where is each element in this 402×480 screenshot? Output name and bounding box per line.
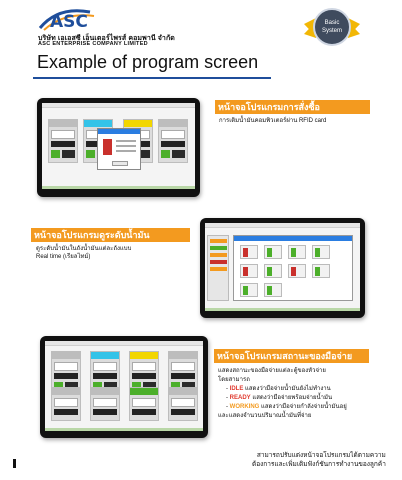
monitor-pump-status-screen [40,336,208,438]
state-ready-line: - READY แสดงว่ามือจ่ายพร้อมจ่ายน้ำมัน [226,395,333,401]
tank-cell [240,245,258,259]
state-text-idle: แสดงว่ามือจ่ายน้ำมันยังไม่ทำงาน [245,386,331,392]
monitor-tank-level-screen [200,218,365,318]
rfid-dialog [97,128,141,170]
status-line [205,308,360,311]
screenshot-ordering [42,103,195,189]
state-keyword-ready: READY [229,395,251,401]
footer-line: ต้องการและเพิ่มเติมฟังก์ชันการทำงานของลู… [252,461,386,468]
mini-window-titlebar [42,103,195,108]
description-line: ดูระดับน้ำมันในถังน้ำมันแต่ละถังแบบ [36,246,132,252]
pump-tile [48,119,78,163]
pump-tile [129,387,159,421]
company-name-thai: บริษัท เอเอสซี เอ็นเตอร์ไพรส์ คอมพานี จำ… [38,35,175,42]
pump-tile [51,387,81,421]
footer-note: สามารถปรับแต่งหน้าจอโปรแกรมได้ตามความ ต้… [252,451,386,469]
mini-window-titlebar [45,341,203,346]
badge-line1: Basic [324,20,340,26]
state-idle-line: - IDLE แสดงว่ามือจ่ายน้ำมันยังไม่ทำงาน [226,386,331,392]
section-header-tank-level: หน้าจอโปรแกรมดูระดับน้ำมัน [31,228,190,242]
tank-cell [240,283,258,297]
state-text-working: แสดงว่ามือจ่ายกำลังจ่ายน้ำมันอยู่ [261,404,347,410]
tank-cell [288,264,306,278]
section-description-tank-level: ดูระดับน้ำมันในถังน้ำมันแต่ละถังแบบ Real… [36,246,131,261]
tank-cell [312,245,330,259]
state-keyword-working: WORKING [229,404,260,410]
logo-mark-text: ASC [50,12,88,32]
description-line: แสดงสถานะของมือจ่ายแต่ละตู้ของหัวจ่าย [218,368,326,374]
asc-logo-icon: ASC [38,9,95,32]
tank-cell [264,245,282,259]
pump-tile [158,119,188,163]
screenshot-tank-level [205,223,360,311]
badge-circle: Basic System [313,8,351,46]
basic-system-badge: Basic System [304,8,360,48]
tank-cell [312,264,330,278]
section-header-ordering: หน้าจอโปรแกรมการสั่งซื้อ [215,100,370,114]
company-name-english: ASC ENTERPRISE COMPANY LIMITED [38,41,148,47]
section-description-ordering: การเติมน้ำมันคอมพิวเตอร์ผ่าน RFID card [219,118,326,126]
tank-cell [264,264,282,278]
state-text-ready: แสดงว่ามือจ่ายพร้อมจ่ายน้ำมัน [252,395,333,401]
title-underline [33,77,271,79]
description-line: การเติมน้ำมันคอมพิวเตอร์ผ่าน RFID card [219,118,327,124]
fuel-pump-icon [103,139,112,155]
state-working-line: - WORKING แสดงว่ามือจ่ายกำลังจ่ายน้ำมันอ… [226,404,347,410]
state-keyword-idle: IDLE [229,386,244,392]
description-line: Real time (เรียลไทม์) [36,253,91,260]
dialog-button [112,161,128,166]
footer-line: สามารถปรับแต่งหน้าจอโปรแกรมได้ตามความ [256,452,386,459]
tank-level-panel [233,235,353,301]
section-description-pump-status: แสดงสถานะของมือจ่ายแต่ละตู้ของหัวจ่าย โด… [218,367,347,421]
tank-cell [240,264,258,278]
tank-cell [288,245,306,259]
section-header-pump-status: หน้าจอโปรแกรมสถานะของมือจ่าย [214,349,369,363]
description-line: โดยสามารถ [218,377,250,383]
monitor-ordering-screen [37,98,200,197]
company-logo: ASC บริษัท เอเอสซี เอ็นเตอร์ไพรส์ คอมพาน… [35,6,175,47]
description-line: และแสดงจำนวนปริมาณน้ำมันที่จ่าย [218,413,312,419]
mini-side-list [207,235,229,301]
pump-tile [90,387,120,421]
mini-window-titlebar [205,223,360,228]
pump-tile [168,387,198,421]
screenshot-pump-status [45,341,203,431]
tank-cell [264,283,282,297]
page-title: Example of program screen [37,52,259,72]
page-marker [13,459,16,468]
status-line [42,186,195,189]
badge-line2: System [321,28,342,34]
status-line [45,428,203,431]
badge-wing-right [348,18,360,38]
